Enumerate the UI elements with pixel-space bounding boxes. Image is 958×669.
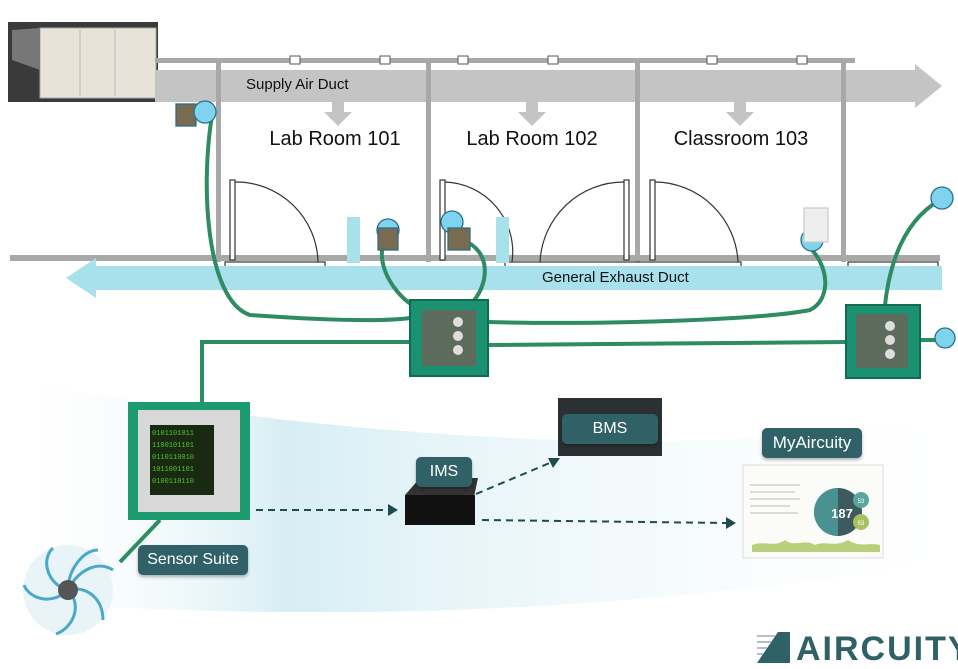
- supply-diffuser-arrows: [324, 100, 754, 126]
- svg-text:0101101011: 0101101011: [152, 430, 194, 438]
- svg-text:1011001101: 1011001101: [152, 466, 194, 474]
- dashboard-main-value: 187: [831, 506, 853, 521]
- air-handler-unit: [8, 22, 158, 102]
- sensor-probe-icons: [175, 100, 956, 349]
- dashboard-small-value-2: 53: [858, 521, 865, 527]
- aircuity-logo-text: AIRCUITY: [796, 630, 958, 668]
- room-walls: [10, 62, 940, 262]
- supply-air-duct: [155, 55, 942, 108]
- sensor-suite-device: 0101101011 1100101101 0110110010 101100110…: [128, 402, 250, 520]
- supply-air-duct-label: Supply Air Duct: [246, 76, 349, 93]
- ims-label: IMS: [416, 457, 472, 487]
- myaircuity-label: MyAircuity: [762, 428, 862, 458]
- room-controller-2: [845, 304, 921, 379]
- general-exhaust-duct-label: General Exhaust Duct: [542, 269, 689, 286]
- general-exhaust-duct: [66, 217, 942, 298]
- data-flow-arrows: [256, 461, 727, 524]
- sensor-suite-label: Sensor Suite: [138, 545, 248, 575]
- svg-text:0110110010: 0110110010: [152, 454, 194, 462]
- dashboard-small-value-1: 53: [858, 499, 865, 505]
- arrowheads: [388, 458, 736, 529]
- aircuity-logo-mark: [757, 632, 790, 663]
- room-controller-1: [409, 299, 489, 377]
- myaircuity-dashboard-thumbnail: 187 53 53: [742, 464, 884, 559]
- aircuity-logo: AIRCUITY®: [796, 630, 958, 669]
- bms-label: BMS: [562, 414, 658, 444]
- doors: [224, 179, 939, 269]
- svg-text:1100101101: 1100101101: [152, 442, 194, 450]
- fan-icon: [22, 545, 114, 636]
- sensor-wiring: [118, 109, 945, 564]
- svg-text:0100110110: 0100110110: [152, 478, 194, 486]
- room-label-classroom-103: Classroom 103: [673, 128, 809, 150]
- room-label-lab-101: Lab Room 101: [269, 128, 401, 150]
- room-label-lab-102: Lab Room 102: [466, 128, 598, 150]
